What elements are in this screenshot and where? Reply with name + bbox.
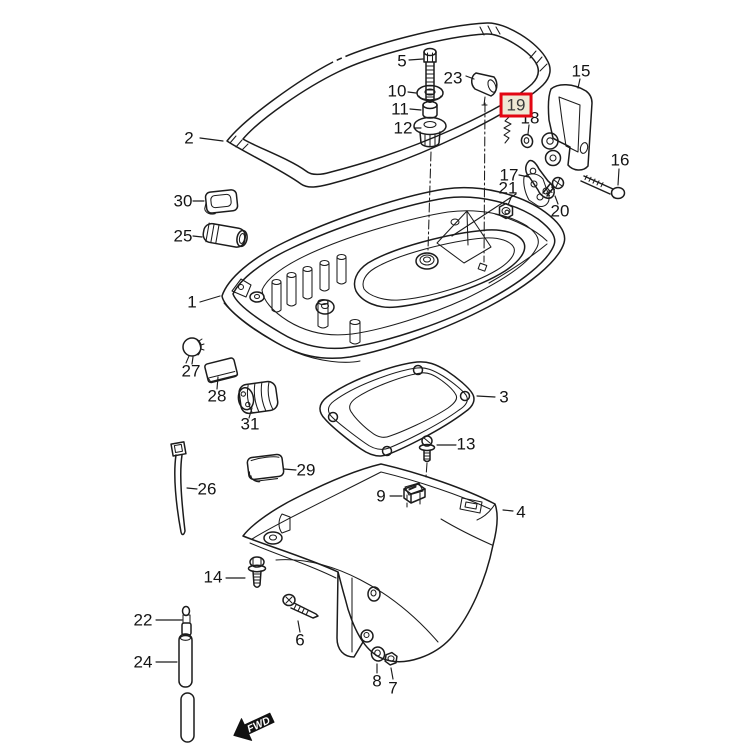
part-label-7[interactable]: 7	[388, 678, 398, 698]
cap-part27	[182, 337, 205, 364]
pad-part29	[246, 453, 285, 483]
part-label-12[interactable]: 12	[393, 118, 413, 138]
screw-part6	[282, 593, 319, 619]
tube-part24	[178, 633, 195, 743]
part-label-3[interactable]: 3	[499, 387, 509, 407]
part-label-5[interactable]: 5	[397, 51, 407, 71]
bolt-part14	[247, 556, 267, 588]
part-label-9[interactable]: 9	[376, 486, 386, 506]
screw-part20	[542, 176, 565, 197]
part-label-19[interactable]: 19	[499, 92, 533, 118]
part-label-23[interactable]: 23	[443, 68, 463, 88]
washer-part18	[520, 133, 534, 149]
grommet-part12	[413, 116, 447, 148]
clamp-bracket-part15	[541, 84, 593, 171]
part-label-29[interactable]: 29	[296, 460, 316, 480]
bolt-part16	[580, 174, 626, 200]
part-label-30[interactable]: 30	[173, 191, 193, 211]
part-label-31[interactable]: 31	[240, 414, 260, 434]
part-label-15[interactable]: 15	[571, 61, 591, 81]
part-label-6[interactable]: 6	[295, 630, 305, 650]
lower-side-cover-part4	[242, 463, 498, 663]
leader-lines	[155, 58, 620, 680]
part-label-10[interactable]: 10	[387, 81, 407, 101]
part-label-25[interactable]: 25	[173, 226, 193, 246]
part-label-21[interactable]: 21	[498, 178, 518, 198]
part-label-27[interactable]: 27	[181, 361, 201, 381]
part-label-11[interactable]: 11	[391, 99, 409, 119]
cable-tie-part26	[170, 441, 187, 536]
part-label-1[interactable]: 1	[187, 292, 197, 312]
grommet-part30	[204, 189, 239, 215]
gasket-part3	[319, 361, 475, 457]
part-label-17[interactable]: 17	[499, 165, 519, 185]
nut-part7	[384, 651, 398, 666]
part-label-8[interactable]: 8	[372, 671, 382, 691]
part-label-14[interactable]: 14	[203, 567, 223, 587]
bolt-part13	[418, 435, 436, 463]
engine-holder-part1	[221, 173, 566, 363]
fitting-part22	[181, 605, 192, 636]
part-label-28[interactable]: 28	[207, 386, 227, 406]
part-label-16[interactable]: 16	[610, 150, 630, 170]
part-label-22[interactable]: 22	[133, 610, 153, 630]
part-label-13[interactable]: 13	[456, 434, 476, 454]
part-label-4[interactable]: 4	[516, 502, 526, 522]
clip-part9	[403, 483, 426, 508]
spring-part19	[503, 112, 512, 144]
nut-part21	[498, 202, 514, 220]
seal-ring-part2	[226, 22, 551, 188]
plug-part28	[204, 357, 239, 384]
grommet-part10	[416, 84, 444, 102]
part-label-2[interactable]: 2	[184, 128, 194, 148]
plug-part25	[202, 222, 248, 248]
part-label-20[interactable]: 20	[550, 201, 570, 221]
washer-part8	[370, 646, 386, 662]
part-label-24[interactable]: 24	[133, 652, 153, 672]
grommet-part31	[237, 380, 279, 415]
part-label-26[interactable]: 26	[197, 479, 217, 499]
